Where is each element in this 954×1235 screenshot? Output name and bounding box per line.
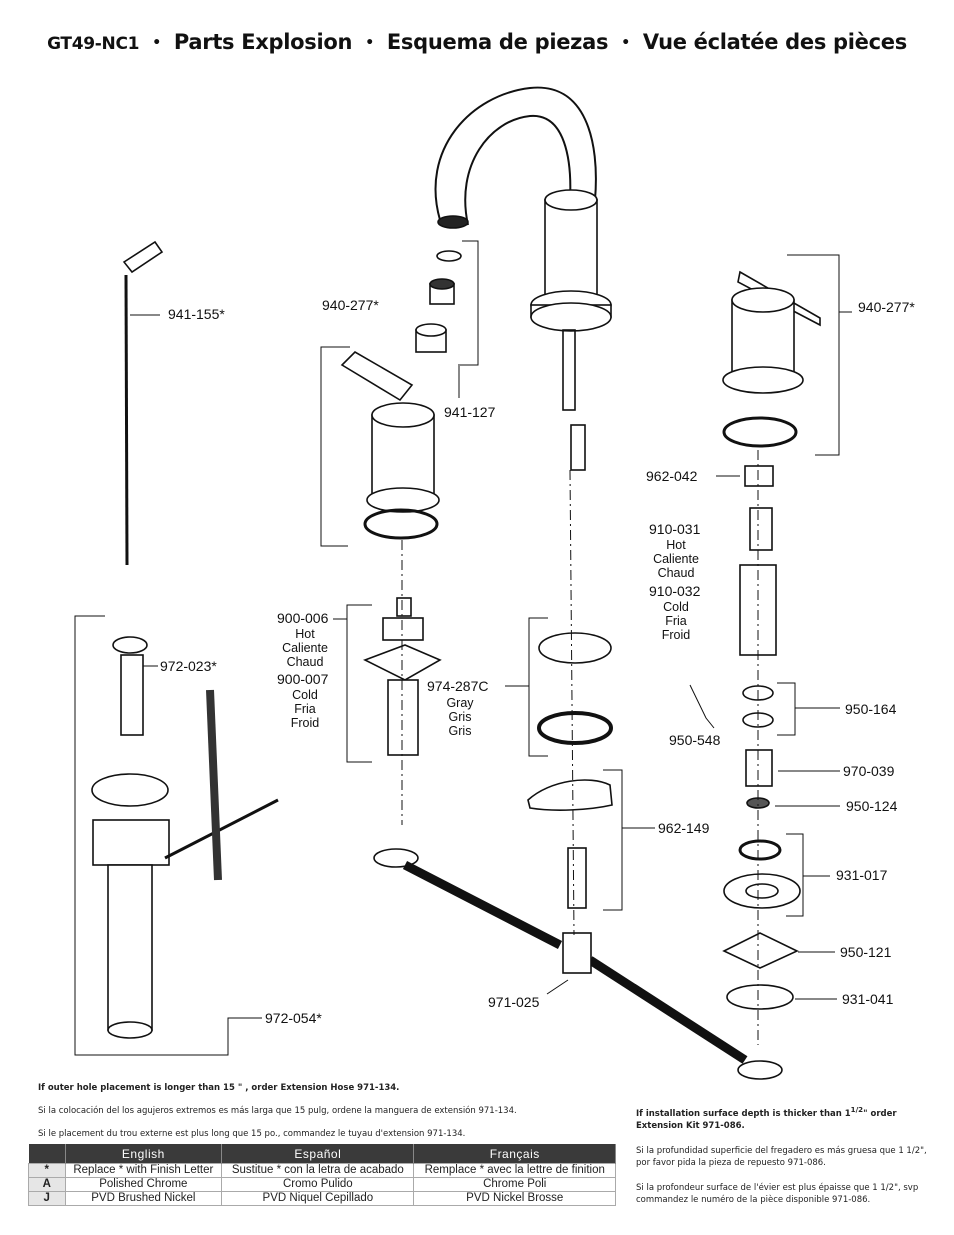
label-974-287c: 974-287C (427, 678, 489, 694)
label-910-031: 910-031 (649, 521, 701, 537)
model-number: GT49-NC1 (47, 34, 140, 54)
label-950-121: 950-121 (840, 944, 892, 960)
label-910-031-sub: Hot Caliente Chaud (653, 538, 699, 580)
table-row: * Replace * with Finish Letter Sustitue … (28, 1163, 616, 1178)
label-940-277-left: 940-277* (322, 297, 379, 313)
label-950-164: 950-164 (845, 701, 897, 717)
right-valve-stack-drawing (722, 465, 801, 1010)
label-971-025: 971-025 (488, 994, 540, 1010)
center-lines (401, 450, 759, 1045)
label-900-006-sub: Hot Caliente Chaud (282, 627, 328, 669)
drain-drawing (91, 636, 279, 1039)
label-972-023: 972-023* (160, 658, 217, 674)
left-handle-drawing (340, 350, 440, 540)
label-900-007-sub: Cold Fria Froid (290, 688, 320, 730)
label-940-277-right: 940-277* (858, 299, 915, 315)
label-931-041: 931-041 (842, 991, 894, 1007)
label-972-054: 972-054* (265, 1010, 322, 1026)
label-910-032: 910-032 (649, 583, 701, 599)
label-974-287c-sub: Gray Gris Gris (446, 696, 474, 738)
header-french: Français (413, 1144, 616, 1164)
label-931-017: 931-017 (836, 867, 888, 883)
note-hose-french: Si le placement du trou externe est plus… (38, 1129, 466, 1139)
label-910-032-sub: Cold Fria Froid (661, 600, 691, 642)
finish-table: English Español Français * Replace * wit… (28, 1144, 616, 1206)
note-hose-english: If outer hole placement is longer than 1… (38, 1083, 400, 1093)
lift-rod-drawing (122, 240, 164, 566)
label-941-155: 941-155* (168, 306, 225, 322)
note-depth-french: Si la profondeur surface de l'évier est … (636, 1183, 919, 1205)
label-962-149: 962-149 (658, 820, 710, 836)
label-900-006: 900-006 (277, 610, 329, 626)
label-970-039: 970-039 (843, 763, 895, 779)
note-depth-spanish: Si la profundidad superficie del fregade… (636, 1146, 927, 1168)
header-spanish: Español (221, 1144, 415, 1164)
header-english: English (65, 1144, 223, 1164)
page-title: GT49-NC1 • Parts Explosion • Esquema de … (47, 30, 907, 54)
right-handle-drawing (722, 270, 821, 448)
label-941-127: 941-127 (444, 404, 496, 420)
hose-drawing (373, 848, 783, 1080)
label-950-548: 950-548 (669, 732, 721, 748)
spout-drawing (434, 86, 612, 471)
note-hose-spanish: Si la colocación del los agujeros extrem… (38, 1106, 517, 1116)
leader-lines (74, 240, 852, 1056)
table-row: A Polished Chrome Cromo Pulido Chrome Po… (28, 1177, 616, 1192)
aerator-drawing (415, 250, 462, 353)
table-row: J PVD Brushed Nickel PVD Niquel Cepillad… (28, 1191, 616, 1206)
title-french: Vue éclatée des pièces (642, 30, 907, 54)
center-stack-drawing (527, 632, 613, 909)
finish-table-header: English Español Français (28, 1144, 616, 1164)
note-depth-english: If installation surface depth is thicker… (636, 1105, 897, 1131)
label-900-007: 900-007 (277, 671, 329, 687)
title-english: Parts Explosion (173, 30, 353, 54)
label-950-124: 950-124 (846, 798, 898, 814)
label-962-042: 962-042 (646, 468, 698, 484)
title-spanish: Esquema de piezas (386, 30, 609, 54)
